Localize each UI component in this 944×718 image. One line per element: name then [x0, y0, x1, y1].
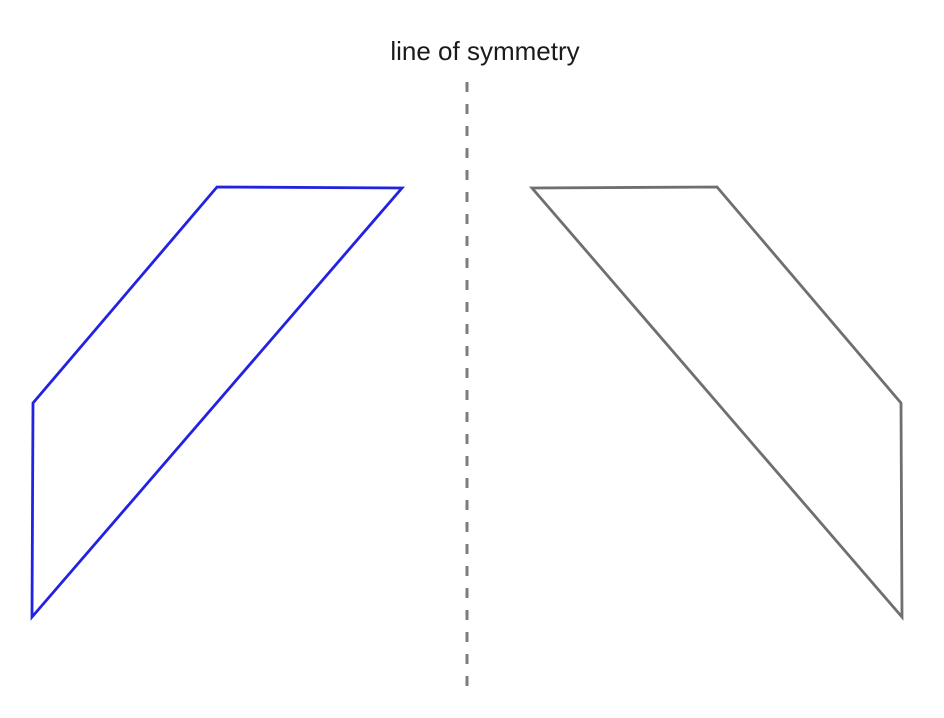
reflected-shape — [528, 185, 904, 621]
original-shape — [30, 185, 406, 621]
figure-title: line of symmetry — [390, 36, 579, 66]
